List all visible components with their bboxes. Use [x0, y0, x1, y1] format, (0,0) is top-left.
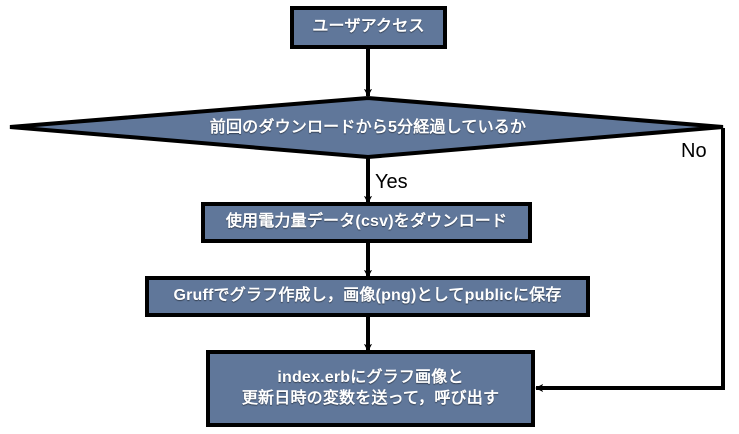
node-shape-decision[interactable]: [9, 95, 724, 160]
connector-decision-no-to-render: [535, 128, 725, 393]
node-shape-start[interactable]: [290, 6, 447, 49]
node-shape-download[interactable]: [201, 202, 532, 243]
node-shape-graph[interactable]: [145, 276, 590, 317]
node-shape-render[interactable]: [206, 350, 535, 427]
